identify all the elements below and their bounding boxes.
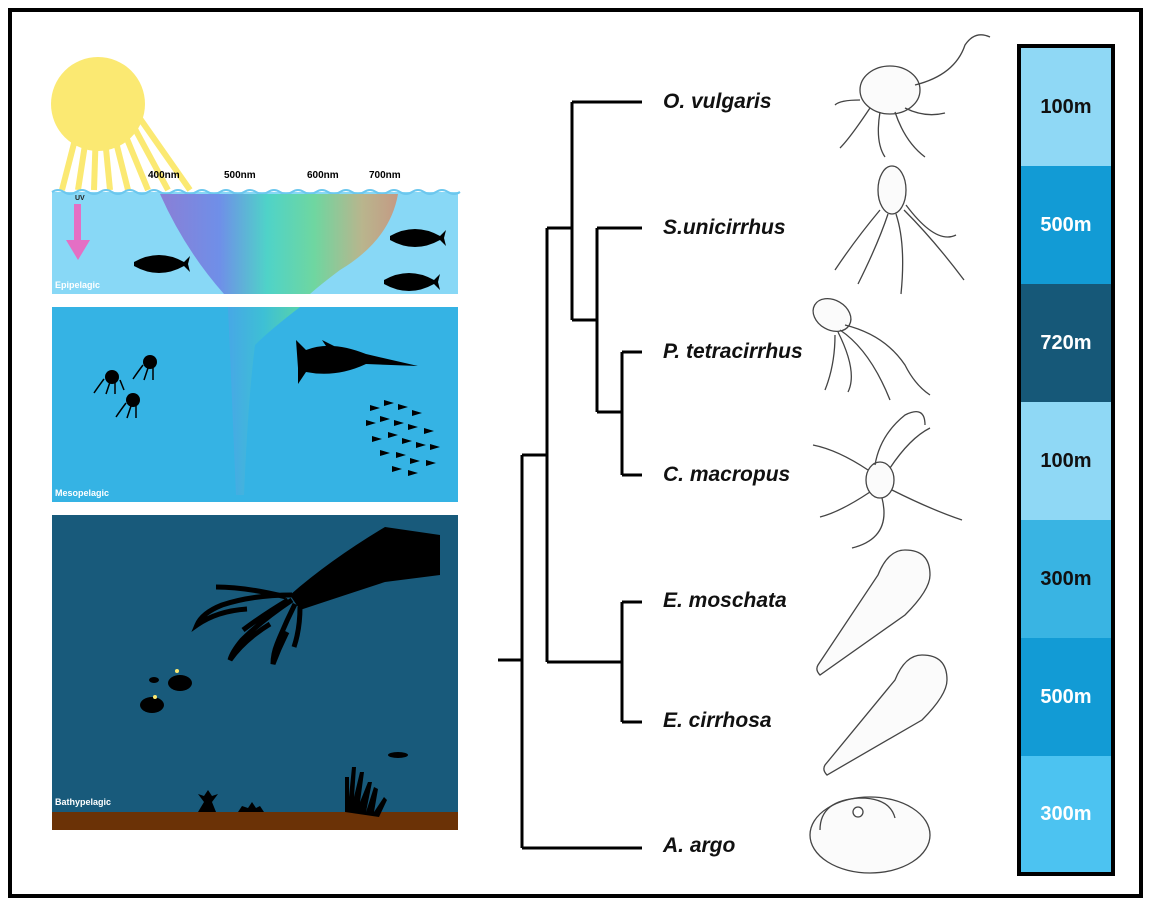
depth-cell: 300m — [1021, 756, 1111, 872]
depth-cell: 300m — [1021, 520, 1111, 638]
depth-cell: 720m — [1021, 284, 1111, 402]
depth-label: 300m — [1040, 568, 1091, 591]
species-label: C. macropus — [663, 463, 790, 487]
depth-cell: 500m — [1021, 166, 1111, 284]
octopus-sketches — [807, 35, 990, 873]
species-label: E. moschata — [663, 589, 787, 613]
argonauta-icon — [810, 797, 930, 873]
depth-bar: 100m 500m 720m 100m 300m 500m 300m — [1017, 44, 1115, 876]
pteroctopus-icon — [807, 292, 930, 400]
depth-label: 500m — [1040, 214, 1091, 237]
depth-label: 500m — [1040, 686, 1091, 709]
octopus-vulgaris-icon — [835, 35, 990, 157]
depth-cell: 100m — [1021, 48, 1111, 166]
species-label: S.unicirrhus — [663, 216, 786, 240]
callistoctopus-icon — [813, 412, 962, 548]
depth-cell: 100m — [1021, 402, 1111, 520]
depth-label: 100m — [1040, 96, 1091, 119]
depth-cell: 500m — [1021, 638, 1111, 756]
depth-label: 300m — [1040, 803, 1091, 826]
stauroteuthis-icon — [835, 166, 964, 294]
species-label: P. tetracirrhus — [663, 340, 803, 364]
depth-label: 100m — [1040, 450, 1091, 473]
species-label: A. argo — [663, 834, 735, 858]
depth-label: 720m — [1040, 332, 1091, 355]
species-label: E. cirrhosa — [663, 709, 772, 733]
eledone-cirrhosa-icon — [824, 655, 947, 775]
species-label: O. vulgaris — [663, 90, 772, 114]
